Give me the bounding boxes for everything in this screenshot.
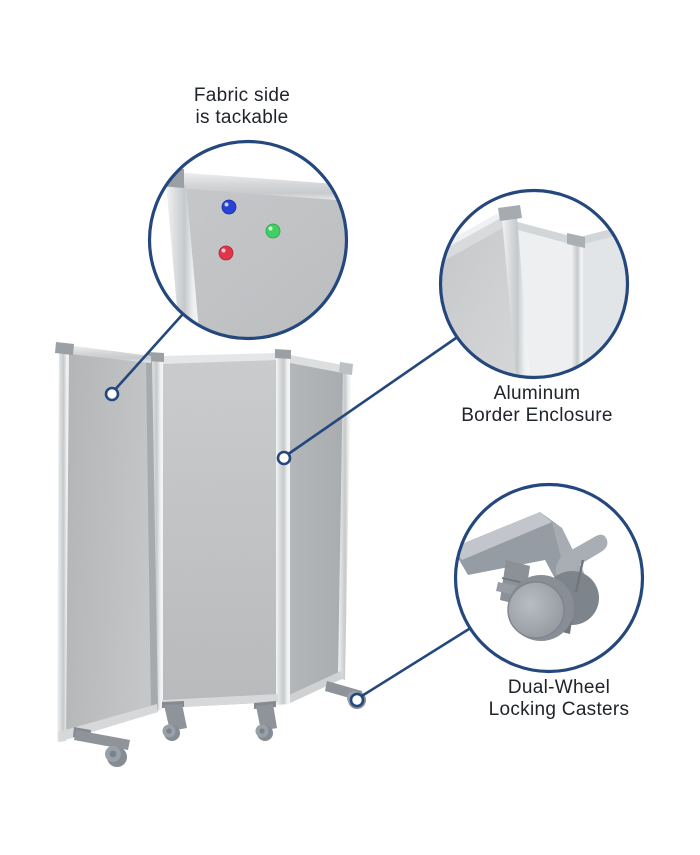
hinge-cap-right xyxy=(275,349,291,359)
right-panel-top-rail xyxy=(290,355,348,374)
right-panel-face xyxy=(288,357,347,703)
board-top-rail xyxy=(149,170,347,201)
left-panel-texture xyxy=(62,347,157,740)
callout-fabric-ring xyxy=(147,139,349,341)
right-panel-bottom-rail xyxy=(287,671,342,704)
front-panel-edge-rail xyxy=(502,216,530,378)
front-panel-top-highlight xyxy=(440,210,506,254)
callout-label-aluminum-line2: Border Enclosure xyxy=(461,405,613,426)
callout-caster-ring xyxy=(453,482,645,674)
pushpin-green-icon xyxy=(265,223,281,239)
back-corner-cap xyxy=(567,233,585,248)
callout-label-aluminum: Aluminum Border Enclosure xyxy=(417,383,657,427)
callout-label-fabric-line1: Fabric side xyxy=(193,85,291,106)
back-panel-left xyxy=(516,228,576,378)
callout-label-casters-line1: Dual-Wheel xyxy=(507,677,611,698)
callout-label-casters-line2: Locking Casters xyxy=(488,699,630,720)
callout-label-aluminum-line1: Aluminum xyxy=(493,383,581,404)
left-panel-edge-shade xyxy=(146,358,158,714)
callout-aluminum-detail xyxy=(438,188,630,380)
callout-line-aluminum xyxy=(282,336,458,459)
room-divider xyxy=(55,342,366,767)
fabric-texture xyxy=(170,182,347,339)
center-panel-texture xyxy=(161,357,278,708)
left-panel-corner-cap xyxy=(55,342,74,355)
callout-aluminum-ring xyxy=(438,188,630,380)
caster-wheel-ring xyxy=(507,581,565,639)
callout-connectors xyxy=(104,313,471,708)
back-panel-right-cap xyxy=(619,218,628,231)
center-panel-bottom-rail xyxy=(162,694,278,708)
back-panel-left-rail xyxy=(514,221,578,246)
callout-anchor-dot-aluminum xyxy=(276,450,292,466)
caster-arm-top-face xyxy=(455,512,552,560)
right-panel-corner-cap xyxy=(339,362,353,375)
front-panel-cap xyxy=(498,205,522,221)
left-panel-edge-rail xyxy=(57,345,69,742)
callout-fabric-detail xyxy=(147,139,349,341)
callout-caster-content xyxy=(455,512,608,641)
right-panel-edge-rail xyxy=(338,366,351,680)
left-panel-top-rail xyxy=(60,344,151,363)
pushpin-blue-icon xyxy=(221,199,237,215)
callout-anchor-dot-casters xyxy=(349,692,365,708)
caster-brake-slot xyxy=(574,559,585,593)
caster-brake-lever xyxy=(555,534,608,575)
callout-anchor-dot-fabric xyxy=(104,386,120,402)
left-panel xyxy=(55,342,158,742)
callout-line-casters xyxy=(355,627,471,701)
right-panel xyxy=(287,355,353,704)
caster-leg-center-right xyxy=(254,701,277,741)
callout-label-fabric: Fabric side is tackable xyxy=(122,85,362,129)
caster-arm xyxy=(455,512,585,588)
center-panel-top-rail xyxy=(161,353,278,364)
back-corner-rail xyxy=(571,239,583,378)
caster-wheel-face xyxy=(508,582,564,638)
callout-line-fabric xyxy=(110,313,184,395)
callout-fabric-content xyxy=(149,166,347,339)
callout-label-casters: Dual-Wheel Locking Casters xyxy=(439,677,679,721)
center-panel xyxy=(148,349,291,712)
callout-caster-detail xyxy=(453,482,645,674)
caster-leg-left xyxy=(73,727,130,767)
callout-label-fabric-line2: is tackable xyxy=(195,107,289,128)
pushpin-red-icon xyxy=(218,245,234,261)
hinge-rail-right xyxy=(276,354,290,705)
board-left-rail xyxy=(166,183,200,339)
caster-leg-center-left xyxy=(162,701,187,741)
